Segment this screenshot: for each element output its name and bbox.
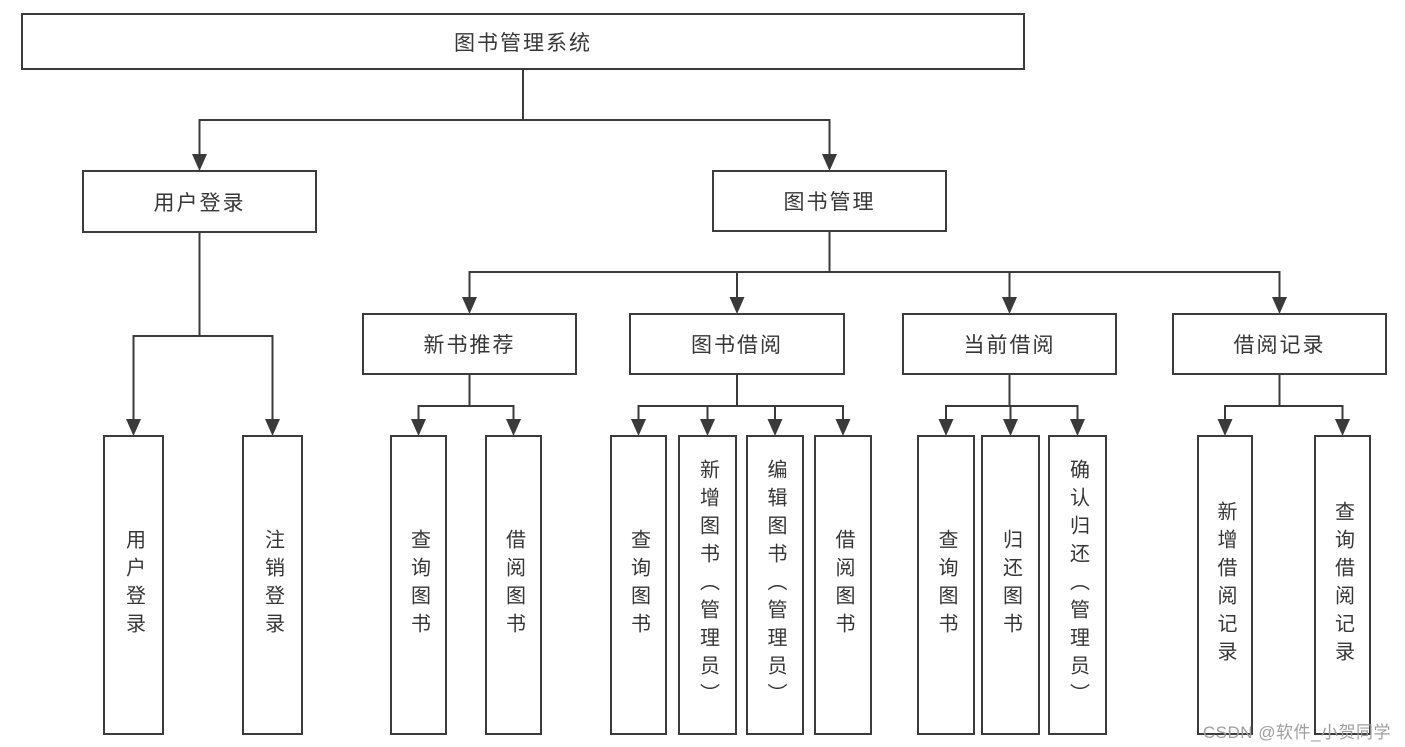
node-label: 图书管理系统: [454, 31, 592, 55]
node-logout: 注销登录: [242, 435, 303, 735]
node-user-login: 用户登录: [82, 170, 317, 233]
edge-from-borrow-rec: [1217, 375, 1350, 436]
node-bb-add: 新增图书（管理员）: [678, 435, 737, 735]
node-nb-borrow: 借阅图书: [485, 435, 542, 735]
node-label: 借阅记录: [1233, 334, 1326, 357]
arrowhead-icon: [767, 419, 783, 436]
node-bb-query: 查询图书: [610, 435, 667, 735]
node-br-query: 查询借阅记录: [1314, 435, 1371, 735]
node-cb-confirm: 确认归还（管理员）: [1048, 435, 1107, 735]
edge-from-book-mgmt: [462, 232, 1287, 314]
arrowhead-icon: [126, 419, 141, 436]
node-label: 注销登录: [261, 529, 284, 641]
arrowhead-icon: [1002, 297, 1017, 314]
node-book-mgmt: 图书管理: [712, 170, 947, 232]
arrowhead-icon: [506, 419, 521, 436]
node-label: 归还图书: [999, 529, 1022, 641]
arrowhead-icon: [1217, 419, 1233, 436]
node-label: 确认归还（管理员）: [1066, 459, 1089, 711]
node-label: 图书管理: [783, 191, 876, 214]
arrowhead-icon: [700, 419, 715, 436]
node-book-borrow: 图书借阅: [629, 313, 845, 375]
node-label: 编辑图书（管理员）: [764, 459, 786, 711]
node-bb-borrow: 借阅图书: [814, 435, 872, 735]
node-label: 借阅图书: [832, 529, 854, 641]
node-label: 当前借阅: [963, 334, 1056, 357]
arrowhead-icon: [462, 297, 477, 314]
watermark-text: CSDN @软件_小贺同学: [1202, 723, 1391, 742]
node-root: 图书管理系统: [21, 13, 1025, 70]
arrowhead-icon: [1003, 419, 1018, 436]
node-nb-query: 查询图书: [390, 435, 447, 735]
node-cb-return: 归还图书: [981, 435, 1040, 735]
arrowhead-icon: [835, 419, 851, 436]
node-label: 查询图书: [935, 529, 957, 641]
node-cb-query: 查询图书: [917, 435, 975, 735]
arrowhead-icon: [411, 419, 426, 436]
node-new-books: 新书推荐: [362, 313, 577, 375]
arrowhead-icon: [938, 419, 954, 436]
edge-from-new-books: [411, 375, 521, 436]
edge-from-book-borrow: [631, 375, 851, 436]
node-label: 图书借阅: [691, 334, 783, 357]
node-label: 用户登录: [122, 529, 145, 641]
node-label: 新增借阅记录: [1214, 501, 1236, 669]
node-bb-edit: 编辑图书（管理员）: [746, 435, 804, 735]
node-label: 查询借阅记录: [1331, 501, 1354, 669]
arrowhead-icon: [822, 154, 837, 171]
edge-from-cur-borrow: [938, 375, 1085, 436]
arrowhead-icon: [265, 419, 280, 436]
arrowhead-icon: [1272, 297, 1287, 314]
node-label: 新书推荐: [423, 334, 516, 357]
edge-from-root: [192, 70, 837, 171]
node-br-add: 新增借阅记录: [1197, 435, 1253, 735]
node-cur-borrow: 当前借阅: [902, 313, 1117, 375]
node-label: 查询图书: [627, 529, 650, 641]
node-label: 借阅图书: [502, 529, 525, 641]
arrowhead-icon: [192, 154, 207, 171]
node-label: 查询图书: [407, 529, 430, 641]
edge-from-user-login: [126, 233, 280, 436]
node-borrow-rec: 借阅记录: [1172, 313, 1387, 375]
node-label: 新增图书（管理员）: [696, 459, 719, 711]
arrowhead-icon: [631, 419, 646, 436]
node-label: 用户登录: [153, 191, 246, 215]
arrowhead-icon: [1070, 419, 1085, 436]
node-login: 用户登录: [103, 435, 164, 735]
arrowhead-icon: [729, 297, 745, 314]
arrowhead-icon: [1335, 419, 1350, 436]
